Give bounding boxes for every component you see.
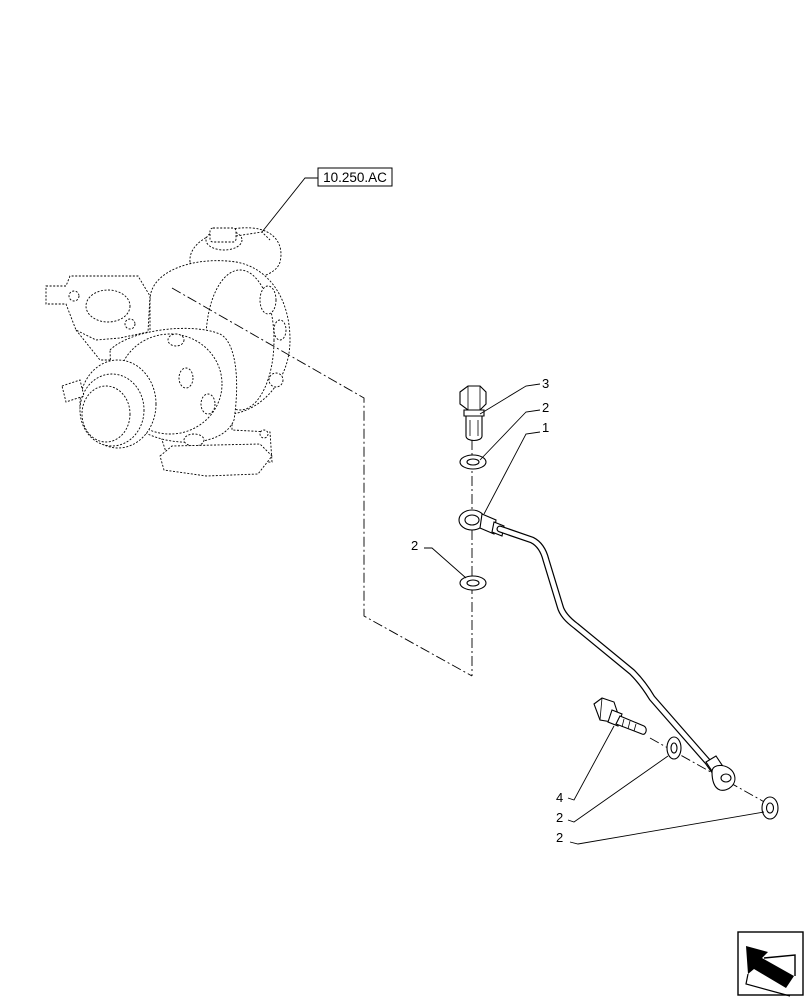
callout-2-bottom-2[interactable]: 2 <box>556 811 765 845</box>
callout-2-middle[interactable]: 2 <box>411 538 467 579</box>
callout-1[interactable]: 1 <box>483 420 549 515</box>
reference-label: 10.250.AC <box>323 170 387 185</box>
callout-number: 1 <box>542 420 549 435</box>
washer-top <box>459 454 487 470</box>
arrow-bottom-left-icon[interactable] <box>737 931 804 997</box>
washer-bottom-1 <box>666 736 682 760</box>
callout-number: 4 <box>556 790 563 805</box>
oil-pipe <box>458 509 736 791</box>
callout-number: 2 <box>556 810 563 825</box>
callout-2-bottom-1[interactable]: 2 <box>556 755 669 825</box>
callout-number: 2 <box>411 538 418 553</box>
banjo-bolt-bottom <box>593 697 647 735</box>
reference-callout[interactable]: 10.250.AC <box>261 167 393 233</box>
callout-2-top[interactable]: 2 <box>479 400 549 461</box>
callout-number: 2 <box>542 400 549 415</box>
turbocharger-assembly <box>45 227 291 477</box>
callout-3[interactable]: 3 <box>479 376 549 415</box>
callout-4[interactable]: 4 <box>556 725 615 805</box>
banjo-bolt-top <box>459 385 487 442</box>
washer-bottom-2 <box>761 796 779 820</box>
callout-number: 2 <box>556 830 563 845</box>
callout-number: 3 <box>542 376 549 391</box>
washer-under-eye <box>459 575 487 591</box>
